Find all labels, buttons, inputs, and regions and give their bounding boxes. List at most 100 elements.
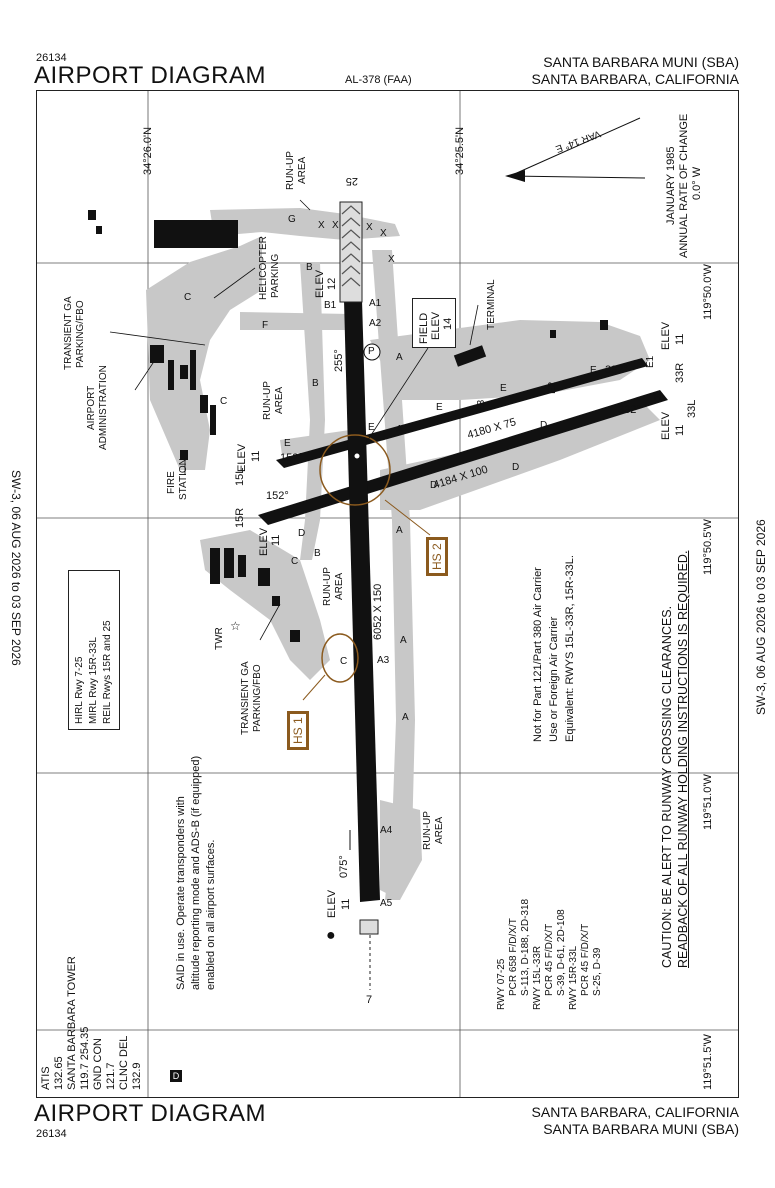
runup-east-1: RUN-UP bbox=[422, 811, 433, 850]
hotspot-2-label: HS 2 bbox=[426, 537, 448, 576]
helicopter-parking-1: HELICOPTER bbox=[258, 236, 269, 300]
elev-value-25: 12 bbox=[326, 277, 338, 290]
rwy-33l-heading: 332° bbox=[618, 404, 641, 416]
footer-airport: SANTA BARBARA MUNI (SBA) bbox=[543, 1121, 739, 1137]
rwy-15r-heading: 152° bbox=[266, 490, 289, 502]
pcr-rwy3-a: PCR 45 F/D/X/T bbox=[580, 923, 591, 996]
said-note-1: SAID in use. Operate transponders with bbox=[175, 796, 187, 990]
pcr-rwy1-b: S-113, D-188, 2D-318 bbox=[520, 898, 531, 996]
taxiway-a2: A2 bbox=[369, 318, 382, 329]
chart-number: AL-378 (FAA) bbox=[345, 74, 412, 86]
runup-east bbox=[380, 800, 422, 900]
taxiway-b bbox=[300, 262, 325, 560]
elev-value-7: 11 bbox=[340, 898, 352, 910]
taxiway-b-3: B bbox=[314, 548, 321, 559]
coord-lat-south: 34°25.5'N bbox=[454, 126, 466, 175]
hold-x-5: X bbox=[388, 254, 395, 265]
taxiway-a-label-5: A bbox=[402, 712, 409, 723]
taxiway-b-1: B bbox=[306, 262, 313, 273]
bldg-n bbox=[550, 330, 556, 338]
rwy-7-end: 7 bbox=[366, 994, 373, 1006]
bldg-d bbox=[180, 365, 188, 379]
taxiway-d bbox=[380, 400, 660, 510]
bldg-k bbox=[258, 568, 270, 586]
taxiway-a5: A5 bbox=[380, 898, 393, 909]
bldg-c bbox=[168, 360, 174, 390]
grid-lines bbox=[37, 91, 738, 1097]
taxiway-c-3: C bbox=[291, 556, 299, 567]
transient-ga-south-2: PARKING/FBO bbox=[252, 664, 263, 732]
bldg-i bbox=[224, 548, 234, 578]
variation-epoch: JANUARY 1985 bbox=[665, 146, 677, 225]
helipad-circle bbox=[363, 343, 381, 361]
airport-admin-1: AIRPORT bbox=[86, 385, 97, 430]
bldg-j bbox=[238, 555, 246, 577]
runup-south-2: AREA bbox=[334, 572, 345, 600]
airport-name: SANTA BARBARA MUNI (SBA) bbox=[543, 54, 739, 70]
helicopter-parking-2: PARKING bbox=[270, 253, 281, 298]
comm-clnc: CLNC DEL bbox=[118, 1035, 130, 1090]
elev-value-33r: 11 bbox=[674, 333, 686, 345]
footer-title: AIRPORT DIAGRAM bbox=[34, 1100, 266, 1127]
taxiway-areas bbox=[146, 208, 660, 900]
lighting-line-1: HIRL Rwy 7-25 bbox=[74, 656, 85, 724]
taxiway-h: H bbox=[654, 392, 662, 403]
lighting-line-2: MIRL Rwy 15R-33L bbox=[88, 637, 99, 724]
elev-label-15l: ELEV bbox=[236, 443, 248, 472]
page-title: AIRPORT DIAGRAM bbox=[34, 62, 266, 89]
coord-lon-2: 119°50.5'W bbox=[702, 519, 714, 575]
rwy-07-heading: 075° bbox=[338, 855, 350, 878]
coord-lat-north: 34°26.0'N bbox=[142, 126, 154, 175]
elev-label-33r: ELEV bbox=[660, 321, 672, 350]
rwy-33r-heading: 332° bbox=[605, 364, 628, 376]
hold-x-4: X bbox=[380, 228, 387, 239]
label-leaders bbox=[109, 199, 479, 641]
variation-true-north bbox=[509, 175, 646, 179]
bldg-m bbox=[290, 630, 300, 642]
taxiway-a-label-1: A bbox=[396, 352, 403, 363]
rwy-33l-end: 33L bbox=[686, 399, 698, 418]
runup-west-1: RUN-UP bbox=[262, 381, 273, 420]
rwy-15l-heading: 152° bbox=[280, 452, 303, 464]
taxiway-b-2: B bbox=[312, 378, 319, 389]
coord-lon-1: 119°50.0'W bbox=[702, 264, 714, 320]
taxiway-g: G bbox=[288, 214, 296, 225]
twr-label: TWR bbox=[214, 627, 225, 650]
comm-gnd: GND CON bbox=[92, 1038, 104, 1090]
bldg-a bbox=[88, 210, 96, 220]
rwy-25-heading: 255° bbox=[333, 349, 345, 372]
runup-north-2: AREA bbox=[297, 156, 308, 184]
bldg-o bbox=[600, 320, 608, 330]
hotspot-2-leader bbox=[384, 499, 431, 536]
comm-tower-freq: 119.7 254.35 bbox=[79, 1026, 91, 1090]
bldg-g bbox=[210, 405, 216, 435]
rwy-7-25-dims: 6052 X 150 bbox=[372, 583, 384, 640]
footer-chart-id: 26134 bbox=[36, 1128, 67, 1140]
comm-atis-freq: 132.65 bbox=[53, 1056, 65, 1090]
variation-mag-north bbox=[509, 117, 641, 177]
taxiway-f bbox=[240, 312, 350, 330]
hotspot-1-leader bbox=[302, 674, 326, 701]
taxiway-c-2: C bbox=[220, 396, 228, 407]
taxiway-e1: E1 bbox=[645, 355, 656, 368]
said-note-2: altitude reporting mode and ADS-B (if eq… bbox=[190, 755, 202, 990]
fire-station-2: STATION bbox=[178, 458, 189, 500]
caution-line-1: CAUTION: BE ALERT TO RUNWAY CROSSING CLE… bbox=[660, 605, 674, 968]
hotspot-1-label: HS 1 bbox=[287, 711, 309, 750]
variation-rate: ANNUAL RATE OF CHANGE bbox=[678, 113, 690, 258]
comm-gnd-freq: 121.7 bbox=[105, 1062, 117, 1090]
taxiway-e-3: E bbox=[436, 402, 443, 413]
taxiway-d-1: D bbox=[298, 528, 306, 539]
lighting-box bbox=[68, 570, 120, 730]
taxiway-a3: A3 bbox=[377, 655, 390, 666]
hangar-north bbox=[154, 220, 238, 248]
taxiway-c-4: C bbox=[340, 656, 348, 667]
lighting-line-3: REIL Rwys 15R and 25 bbox=[102, 620, 113, 724]
ga-apron bbox=[146, 236, 262, 470]
heading-arrows bbox=[346, 360, 620, 850]
elev-label-7: ELEV bbox=[326, 889, 338, 918]
bldg-e bbox=[190, 350, 196, 390]
rwy-25-end: 25 bbox=[345, 175, 358, 187]
hold-x-2: X bbox=[332, 220, 339, 231]
variation-arrowhead bbox=[505, 170, 525, 182]
